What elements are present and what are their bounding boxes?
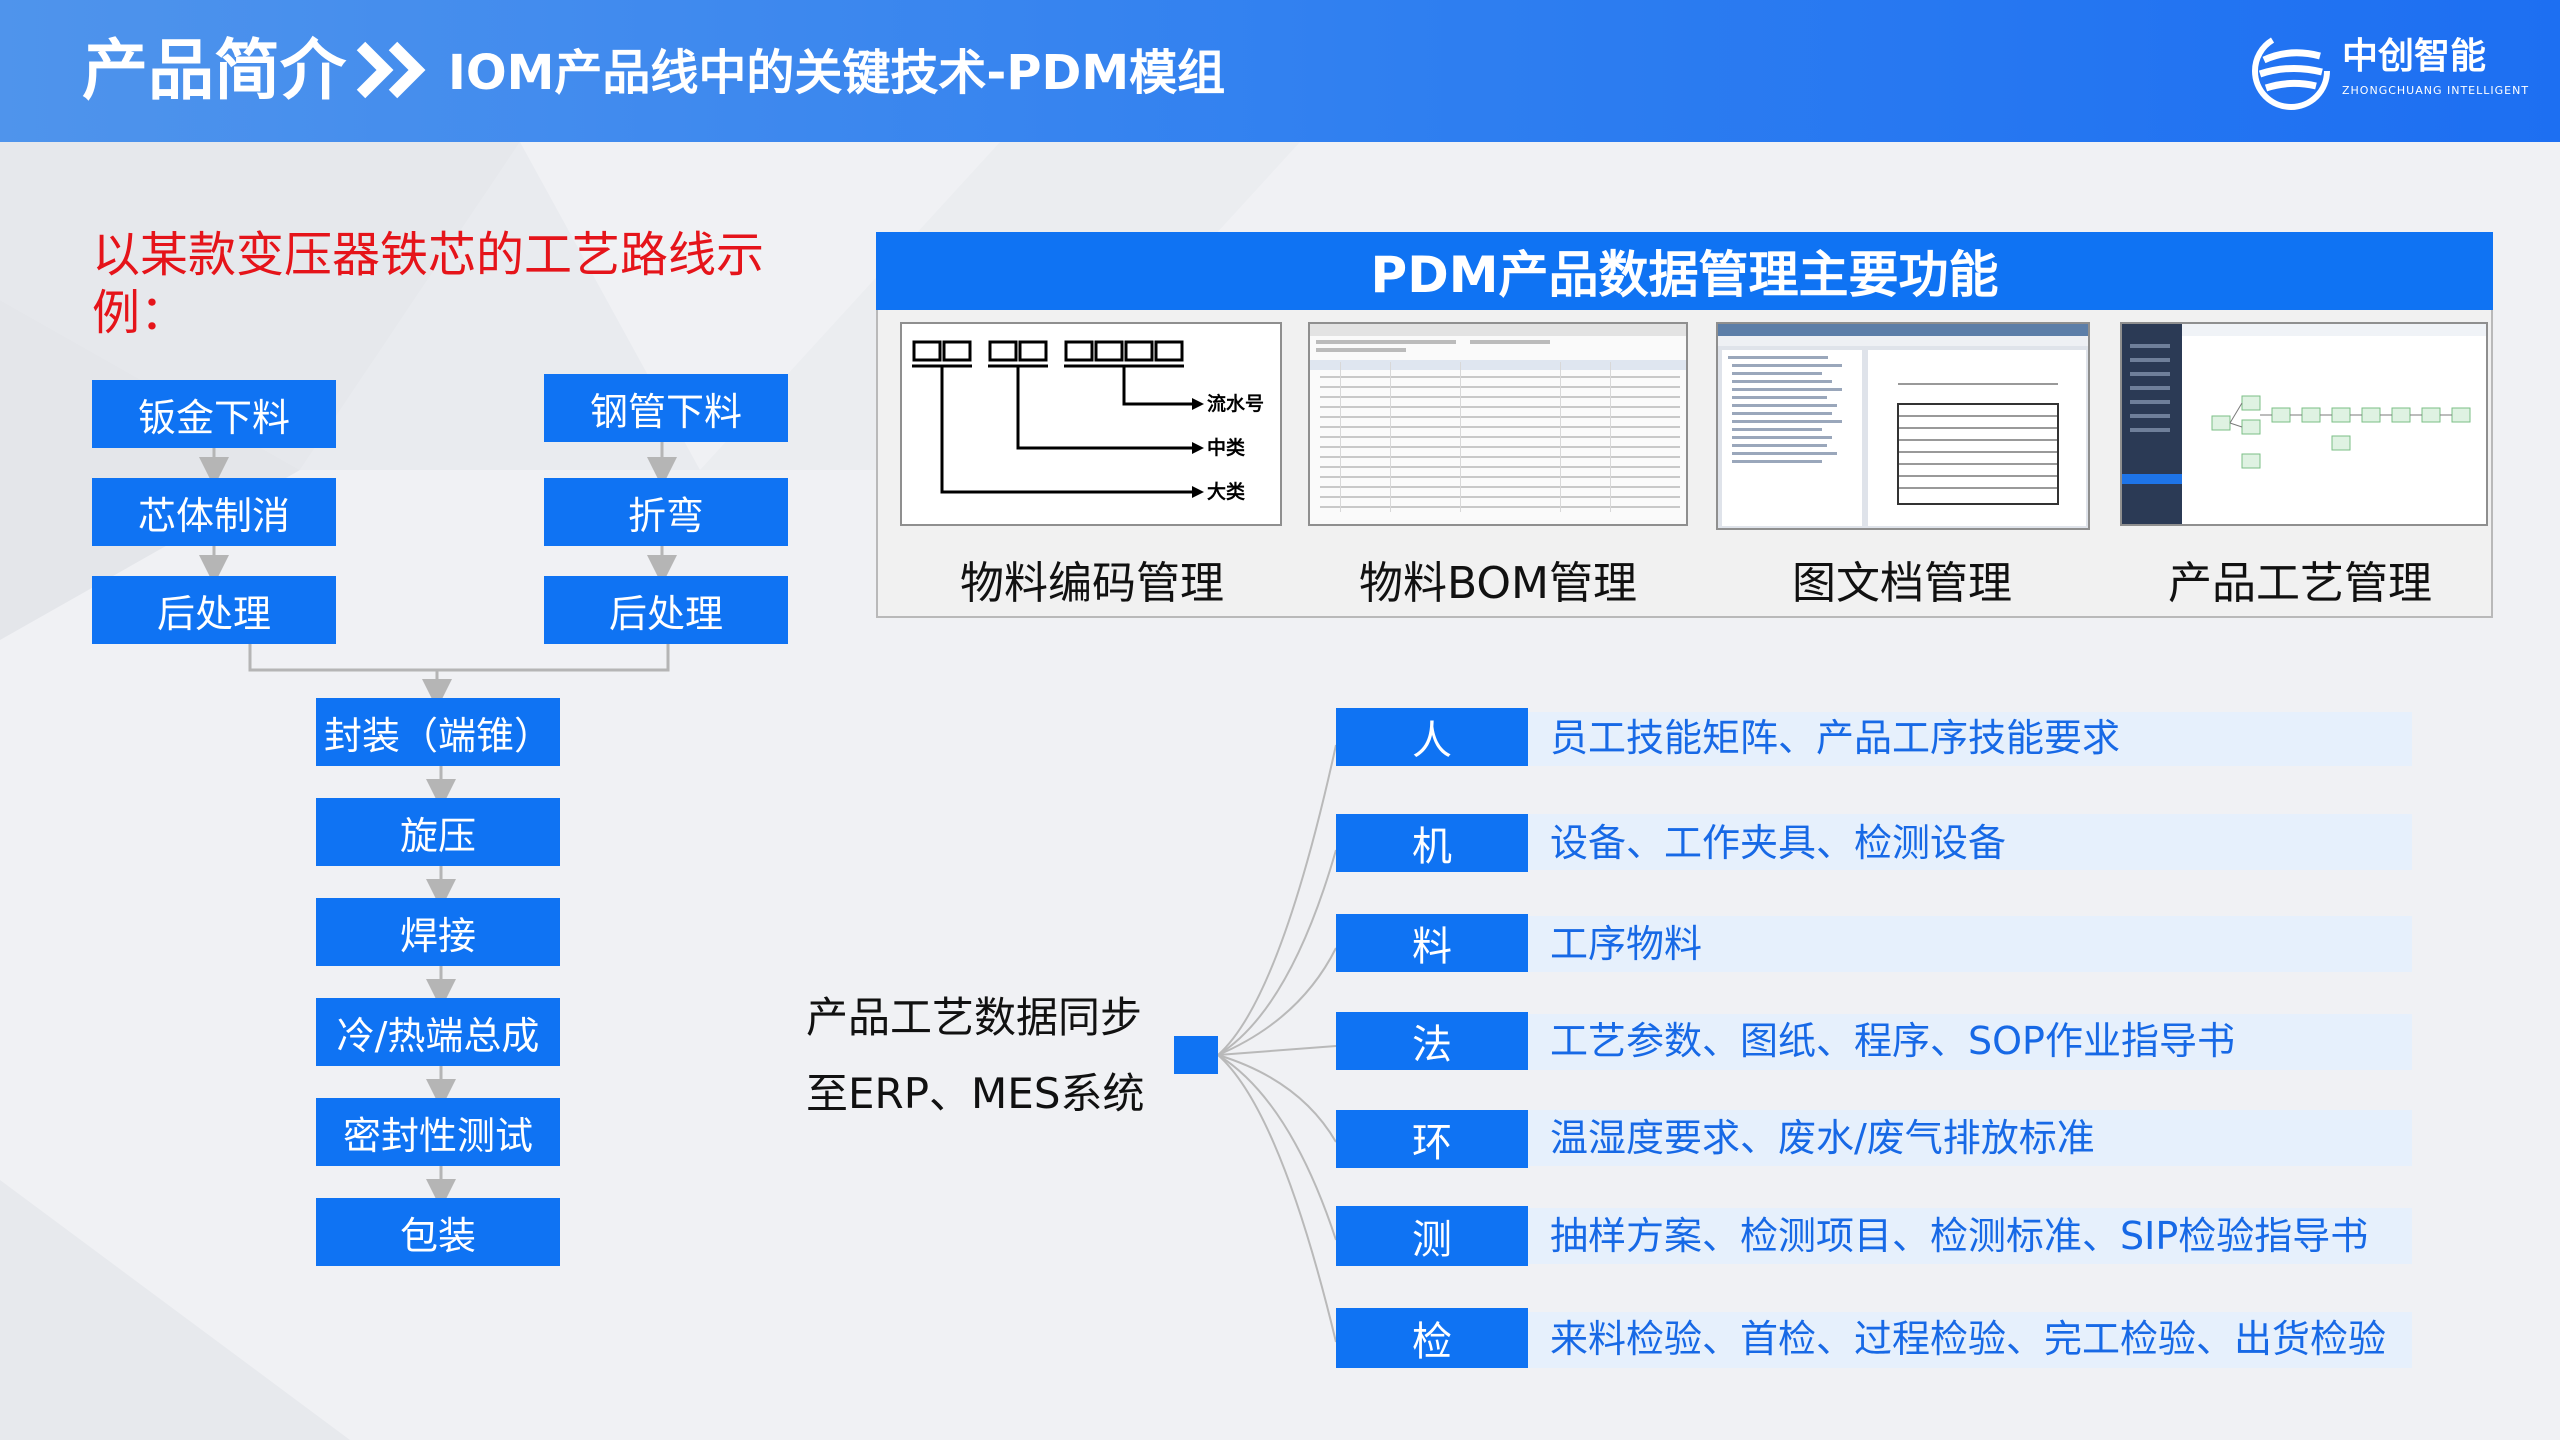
- sync-line-2: 至ERP、MES系统: [806, 1069, 1145, 1118]
- factor-desc-measurement: 抽样方案、检测项目、检测标准、SIP检验指导书: [1550, 1214, 2369, 1258]
- flow-step-post-process-right: 后处理: [544, 576, 788, 644]
- pdm-func-process: 产品工艺管理: [2168, 558, 2432, 609]
- pdm-func-material-code: 物料编码管理: [960, 558, 1224, 609]
- factor-key-inspection: 检: [1336, 1308, 1528, 1368]
- double-chevron-icon: [356, 41, 426, 99]
- flow-step-bending: 折弯: [544, 478, 788, 546]
- document-thumbnail: [1716, 322, 2090, 530]
- flow-step-post-process-left: 后处理: [92, 576, 336, 644]
- material-code-diagram: 流水号 中类 大类: [900, 322, 1282, 526]
- bom-table-thumbnail: [1308, 322, 1688, 526]
- code-level-major: 大类: [1207, 481, 1246, 503]
- drawing-document-image: [1718, 324, 2088, 528]
- factor-desc-environment: 温湿度要求、废水/废气排放标准: [1550, 1116, 2095, 1160]
- code-structure-diagram: [912, 340, 1204, 498]
- code-level-middle: 中类: [1207, 437, 1246, 459]
- factor-key-people: 人: [1336, 708, 1528, 766]
- factor-desc-method: 工艺参数、图纸、程序、SOP作业指导书: [1550, 1019, 2235, 1063]
- section-title: 产品简介: [82, 32, 346, 109]
- factor-key-measurement: 测: [1336, 1206, 1528, 1266]
- flow-step-encapsulation: 封装（端锥）: [316, 698, 560, 766]
- flow-step-core-making: 芯体制消: [92, 478, 336, 546]
- factor-desc-machine: 设备、工作夹具、检测设备: [1550, 821, 2007, 865]
- pdm-func-documents: 图文档管理: [1792, 558, 2012, 609]
- factor-key-machine: 机: [1336, 814, 1528, 872]
- header-bar: 产品简介 IOM产品线中的关键技术-PDM模组 中创智能 ZHONGCHUANG…: [0, 0, 2560, 142]
- flow-step-pipe-cutting: 钢管下料: [544, 374, 788, 442]
- logo-name: 中创智能: [2342, 36, 2487, 77]
- company-logo: 中创智能 ZHONGCHUANG INTELLIGENT: [2250, 30, 2528, 110]
- factor-key-environment: 环: [1336, 1110, 1528, 1168]
- logo-english: ZHONGCHUANG INTELLIGENT: [2342, 84, 2530, 97]
- factor-desc-people: 员工技能矩阵、产品工序技能要求: [1550, 716, 2121, 760]
- sync-description: 产品工艺数据同步 至ERP、MES系统: [806, 980, 1166, 1132]
- factor-desc-inspection: 来料检验、首检、过程检验、完工检验、出货检验: [1550, 1317, 2387, 1361]
- flow-step-packing: 包装: [316, 1198, 560, 1266]
- factor-key-material: 料: [1336, 914, 1528, 972]
- flow-step-spinning: 旋压: [316, 798, 560, 866]
- bom-table-image: [1310, 324, 1686, 524]
- flow-step-welding: 焊接: [316, 898, 560, 966]
- pdm-func-bom: 物料BOM管理: [1358, 558, 1637, 609]
- pdm-title: PDM产品数据管理主要功能: [876, 232, 2493, 310]
- flow-step-end-assembly: 冷/热端总成: [316, 998, 560, 1066]
- factor-desc-material: 工序物料: [1550, 922, 1703, 966]
- swirl-logo-icon: [2252, 32, 2330, 110]
- code-level-serial: 流水号: [1207, 393, 1265, 415]
- sync-line-1: 产品工艺数据同步: [806, 993, 1143, 1042]
- page-subtitle: IOM产品线中的关键技术-PDM模组: [448, 45, 1226, 101]
- sync-hub: [1174, 1036, 1218, 1074]
- example-note: 以某款变压器铁芯的工艺路线示例：: [92, 227, 765, 341]
- process-thumbnail: [2120, 322, 2488, 526]
- flow-step-seal-test: 密封性测试: [316, 1098, 560, 1166]
- factor-key-method: 法: [1336, 1012, 1528, 1070]
- process-route-image: [2122, 324, 2486, 524]
- flow-step-sheet-cutting: 钣金下料: [92, 380, 336, 448]
